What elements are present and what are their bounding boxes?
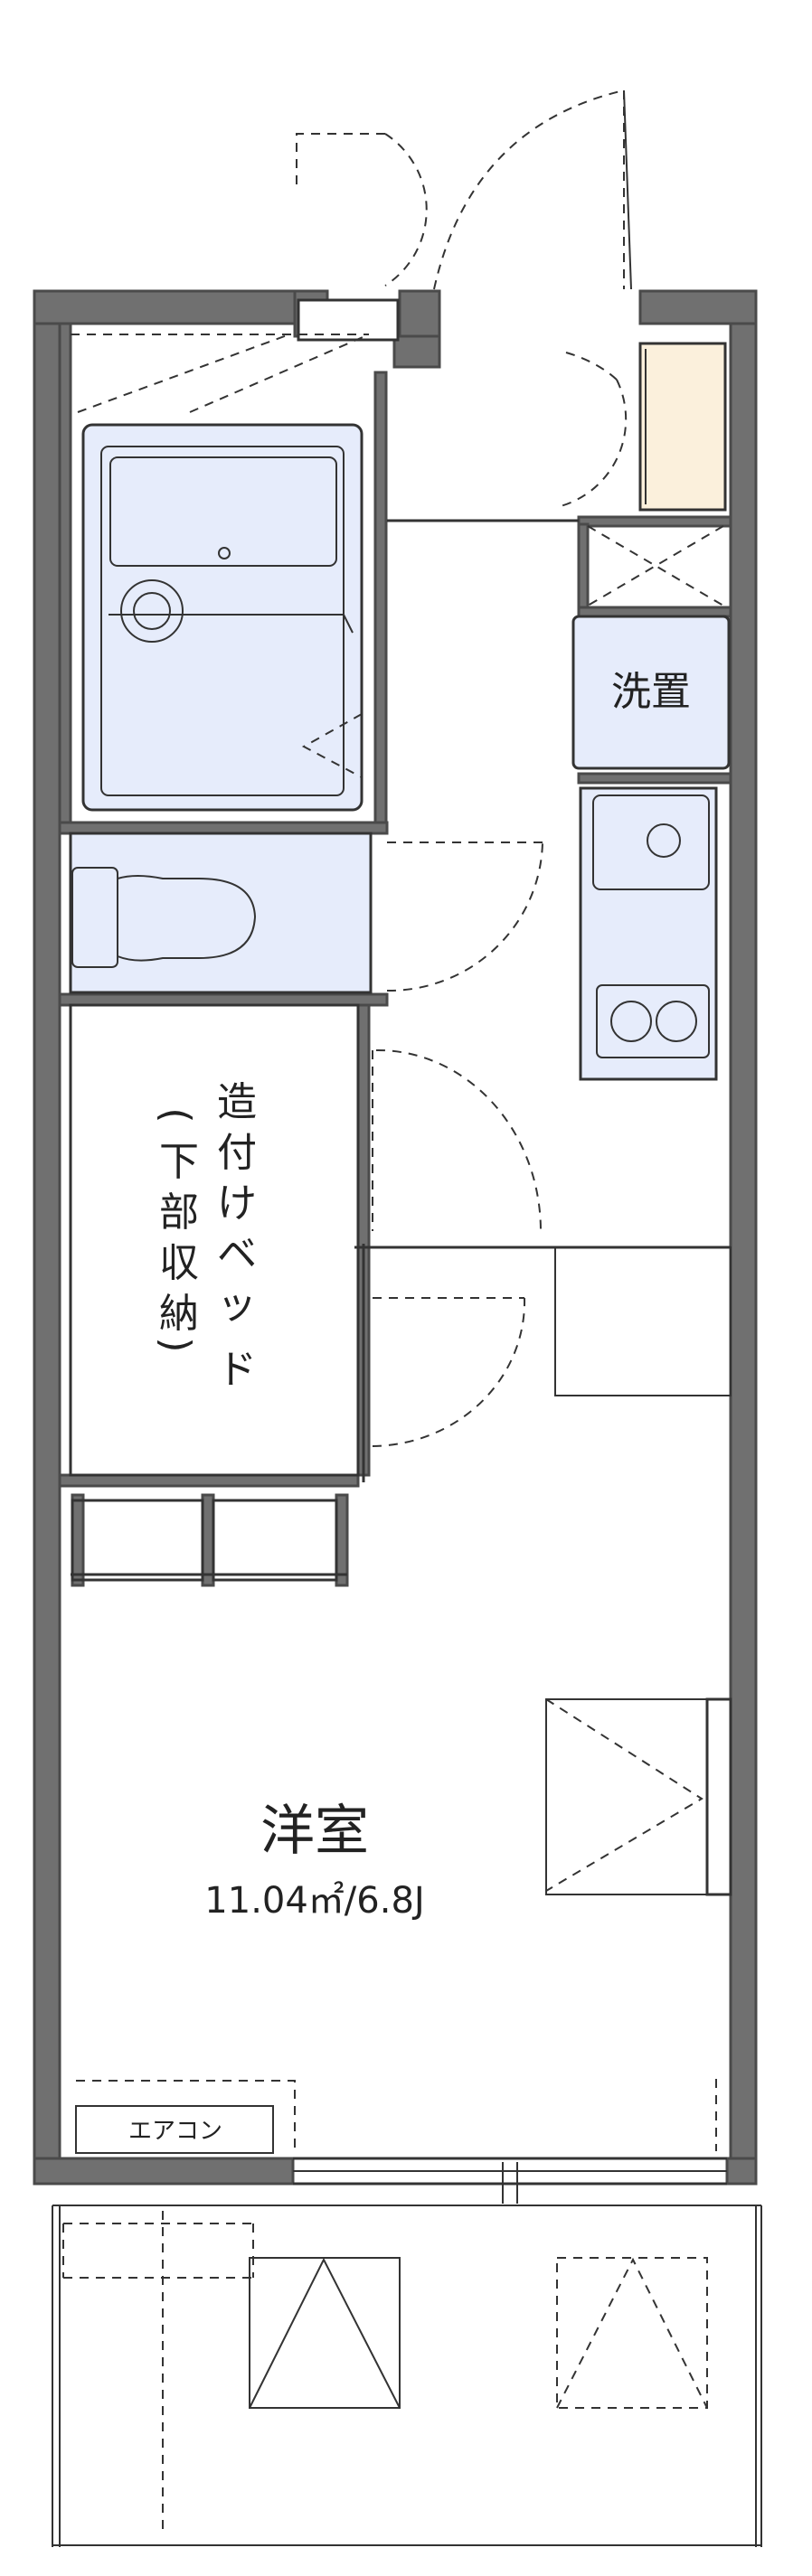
bathroom bbox=[71, 334, 370, 812]
entry-fixtures bbox=[560, 342, 731, 1081]
aircon-label: エアコン bbox=[128, 2118, 222, 2145]
western-room-furniture bbox=[75, 1698, 717, 2154]
washer-space bbox=[571, 615, 731, 770]
loft-bed-text-9: 納 bbox=[159, 1291, 199, 1337]
western-room-name: 洋室 bbox=[260, 1800, 369, 1863]
entrance-door-swings bbox=[296, 89, 632, 290]
loft-bed-text-2: け bbox=[217, 1180, 257, 1227]
toilet bbox=[69, 832, 543, 994]
loft-bed-text-3: ベ bbox=[217, 1231, 257, 1277]
loft-bed-text-7: 部 bbox=[159, 1189, 199, 1236]
bathtub bbox=[81, 423, 364, 812]
exterior-walls bbox=[33, 289, 758, 2186]
loft-bed-text-4: ッ bbox=[217, 1282, 257, 1328]
kitchen-counter bbox=[579, 786, 718, 1081]
shoe-cabinet bbox=[638, 342, 727, 512]
loft-bed-paren-close: ) bbox=[153, 1337, 199, 1352]
loft-bed-text-8: 収 bbox=[159, 1240, 199, 1286]
western-room-area: 11.04㎡/6.8J bbox=[204, 1880, 424, 1922]
loft-bed-text-1: 付 bbox=[217, 1130, 257, 1176]
room-outlines bbox=[71, 519, 732, 1896]
washer-space-label: 洗置 bbox=[611, 669, 691, 715]
loft-bed-storage bbox=[69, 1003, 542, 1477]
interior-walls bbox=[58, 322, 732, 1587]
loft-bed-text-5: ド bbox=[217, 1347, 257, 1393]
balcony bbox=[52, 2205, 762, 2547]
loft-bed-text-0: 造 bbox=[217, 1079, 257, 1125]
loft-bed-paren-open: ( bbox=[153, 1107, 199, 1123]
loft-bed-text-6: 下 bbox=[159, 1139, 199, 1185]
loft-bed-label: ( 造 付 け ベ ッ ド 下 部 収 納 ) bbox=[153, 1079, 257, 1393]
balcony-window bbox=[293, 2157, 727, 2204]
